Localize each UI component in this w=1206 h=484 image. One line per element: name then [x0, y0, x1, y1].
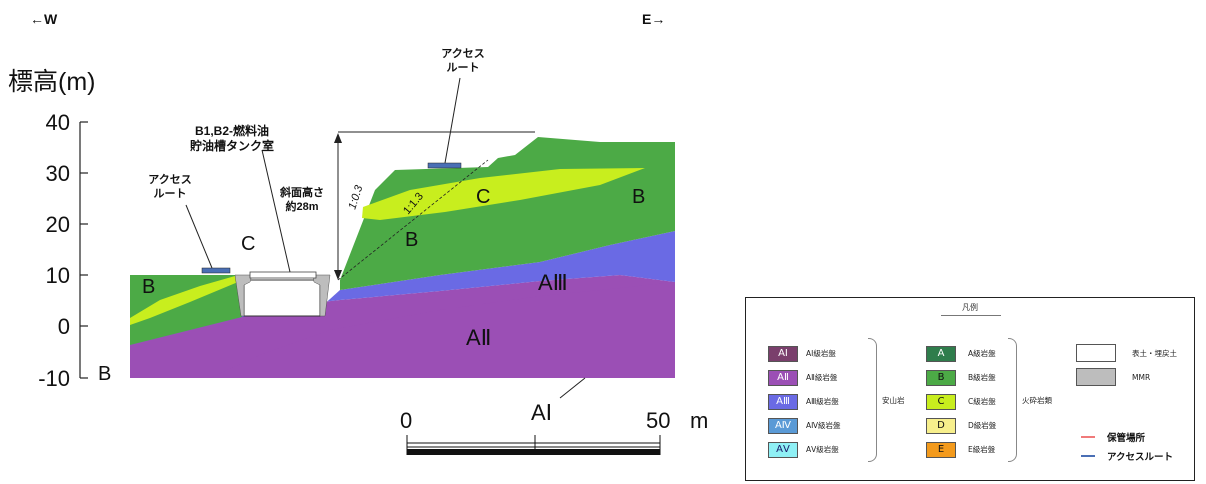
layer-c-left — [130, 276, 238, 325]
zone-b-right: B — [632, 186, 645, 208]
swatch-b-code: B — [937, 372, 945, 383]
layer-b-left — [130, 275, 242, 345]
zone-b-outside: B — [98, 363, 111, 385]
swatch-e-code: E — [937, 444, 945, 455]
gentle-slope-line — [337, 159, 489, 281]
swatch-a2: AⅡ — [768, 370, 798, 386]
tick-0: 0 — [58, 314, 70, 339]
swatch-mmr — [1076, 368, 1116, 386]
swatch-b: B — [926, 370, 956, 386]
swatch-a5: AⅤ — [768, 442, 798, 458]
swatch-a-code: A — [937, 348, 945, 359]
tank-room — [243, 279, 321, 317]
swatch-a1-code: AⅠ — [778, 348, 788, 359]
zone-a3: AⅢ — [538, 270, 568, 295]
tank-label-2: 貯油槽タンク室 — [190, 138, 274, 153]
label-b: B級岩盤 — [968, 373, 996, 382]
label-c: C級岩盤 — [968, 397, 996, 406]
label-a2: AⅡ級岩盤 — [806, 373, 838, 382]
access-top-1: アクセス — [441, 47, 484, 60]
tick-40: 40 — [46, 110, 70, 135]
pyroclastic-brace — [1008, 338, 1017, 462]
layer-a2-lower — [210, 282, 675, 378]
west-label: ←W — [30, 11, 58, 27]
swatch-a5-code: AⅤ — [776, 444, 790, 455]
cross-section-diagram: ←W E→ 標高(m) 40 30 20 10 0 -10 B1,B2-燃料油 … — [8, 11, 708, 455]
label-e: E級岩盤 — [968, 445, 996, 454]
label-a4: AⅣ級岩盤 — [806, 421, 841, 430]
tick-20: 20 — [46, 212, 70, 237]
geology-layers — [130, 137, 675, 378]
label-a5: AⅤ級岩盤 — [806, 445, 839, 454]
label-a1: AⅠ級岩盤 — [806, 349, 836, 358]
east-label: E→ — [642, 11, 665, 27]
tank-label-1: B1,B2-燃料油 — [195, 123, 269, 138]
swatch-a2-code: AⅡ — [777, 372, 789, 383]
swatch-c-code: C — [937, 396, 945, 407]
swatch-a1: AⅠ — [768, 346, 798, 362]
swatch-topsoil — [1076, 344, 1116, 362]
swatch-e: E — [926, 442, 956, 458]
swatch-a: A — [926, 346, 956, 362]
zone-a2: AⅡ — [466, 325, 492, 350]
access-left-leader — [185, 204, 213, 269]
swatch-a4-code: AⅣ — [774, 420, 792, 431]
swatch-d-code: D — [937, 420, 945, 431]
access-top-leader — [444, 77, 461, 164]
tank-roof — [249, 271, 317, 279]
line-storage-sample — [1081, 436, 1095, 438]
label-storage: 保管場所 — [1107, 433, 1146, 444]
axis-label: 標高(m) — [8, 68, 95, 96]
arrow-head-bottom — [334, 270, 342, 280]
legend-box: 凡例 AⅠ AⅠ級岩盤 AⅡ AⅡ級岩盤 AⅢ AⅢ級岩盤 AⅣ AⅣ級岩盤 A… — [745, 297, 1195, 481]
slope-height-2: 約28m — [285, 199, 318, 213]
tank-leader — [261, 149, 291, 273]
swatch-a3-code: AⅢ — [776, 396, 790, 407]
access-left-1: アクセス — [148, 173, 191, 186]
andesite-group-label: 安山岩 — [882, 396, 905, 405]
line-access-sample — [1081, 455, 1095, 457]
layer-c-right — [362, 168, 645, 220]
a1-leader — [559, 377, 586, 399]
label-a3: AⅢ級岩盤 — [806, 397, 839, 406]
slope-height-1: 斜面高さ — [279, 185, 324, 199]
tick-minus-10: -10 — [38, 366, 70, 391]
label-d: D級岩盤 — [968, 421, 997, 430]
legend-title: 凡例 — [962, 303, 978, 312]
pyroclastic-group-label: 火砕岩類 — [1022, 396, 1052, 405]
andesite-brace — [868, 338, 877, 462]
zone-b-left: B — [142, 276, 155, 298]
scale-fifty: 50 — [646, 408, 670, 433]
label-mmr: MMR — [1132, 373, 1151, 382]
zone-c-right: C — [476, 186, 490, 208]
gradient-steep: 1:0.3 — [346, 183, 365, 211]
label-access: アクセスルート — [1107, 452, 1174, 463]
tick-30: 30 — [46, 161, 70, 186]
scale-zero: 0 — [400, 408, 412, 433]
zone-b-mid: B — [405, 229, 418, 251]
label-a: A級岩盤 — [968, 349, 996, 358]
zone-c-left: C — [241, 233, 255, 255]
access-left-2: ルート — [154, 187, 187, 200]
legend-title-rule — [941, 315, 1001, 316]
swatch-a4: AⅣ — [768, 418, 798, 434]
mmr-right — [312, 274, 331, 317]
scale-bar — [406, 435, 661, 455]
zone-a1: AⅠ — [531, 400, 552, 425]
access-top-2: ルート — [447, 61, 480, 74]
elevation-axis — [79, 121, 88, 379]
label-topsoil: 表土・埋戻土 — [1132, 349, 1177, 358]
access-route-top — [427, 162, 462, 169]
swatch-c: C — [926, 394, 956, 410]
layer-a3 — [130, 231, 675, 378]
slope-guides — [185, 77, 535, 281]
access-route-left — [201, 267, 231, 274]
arrow-head-top — [334, 133, 342, 143]
tick-10: 10 — [46, 263, 70, 288]
scale-unit: m — [690, 408, 708, 433]
swatch-a3: AⅢ — [768, 394, 798, 410]
swatch-d: D — [926, 418, 956, 434]
